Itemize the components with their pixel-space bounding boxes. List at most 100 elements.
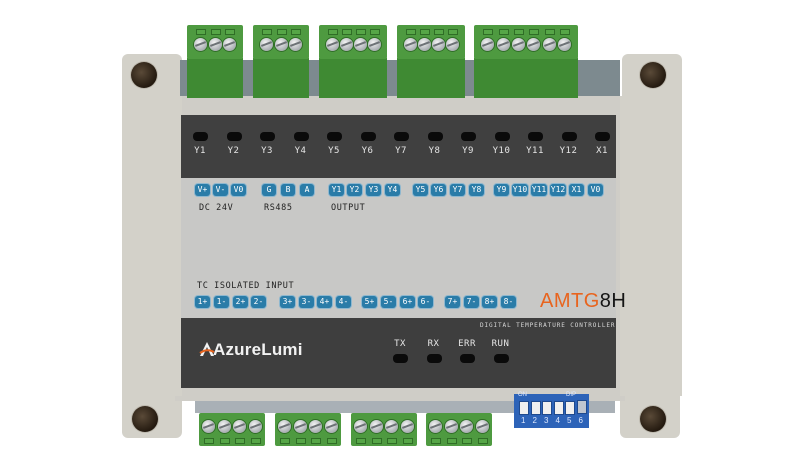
output-led-label: X1 xyxy=(596,146,608,156)
screw-icon[interactable] xyxy=(233,420,246,433)
terminal-block-base xyxy=(319,58,387,98)
brand-name: AzureLumi xyxy=(213,340,303,359)
terminal-slot-icon xyxy=(326,438,337,444)
pin-label: Y3 xyxy=(366,184,381,196)
terminal-slot-icon xyxy=(311,438,321,444)
dip-label: DIP xyxy=(566,392,577,398)
model-prefix: AMTG xyxy=(540,290,600,312)
terminal-slot-icon xyxy=(356,438,366,444)
screw-icon[interactable] xyxy=(511,38,525,51)
brand-logo: AzureLumi xyxy=(199,340,303,360)
output-led-indicator xyxy=(193,132,208,141)
pin-label: Y10 xyxy=(512,184,528,196)
screw-icon[interactable] xyxy=(293,420,307,433)
terminal-slot-icon xyxy=(462,438,472,444)
output-led-indicator xyxy=(293,132,309,141)
terminal-slot-icon xyxy=(369,29,380,35)
screw-icon[interactable] xyxy=(354,420,367,433)
group-label-output: OUTPUT xyxy=(331,203,366,213)
mount-hole-icon xyxy=(640,406,666,432)
input-pin-label: 5- xyxy=(381,296,396,308)
input-pin-label: 6- xyxy=(418,296,433,308)
terminal-slot-icon xyxy=(280,438,290,444)
output-led-indicator xyxy=(561,132,577,141)
screw-icon[interactable] xyxy=(339,38,353,51)
screw-icon[interactable] xyxy=(274,38,288,51)
screw-icon[interactable] xyxy=(202,420,215,433)
terminal-slot-icon xyxy=(498,29,509,35)
terminal-slot-icon xyxy=(402,438,413,444)
screw-icon[interactable] xyxy=(248,420,262,433)
screw-icon[interactable] xyxy=(217,420,231,433)
screw-icon[interactable] xyxy=(557,38,571,51)
screw-icon[interactable] xyxy=(542,38,556,51)
terminal-slot-icon xyxy=(355,29,366,35)
pin-label: Y7 xyxy=(450,184,465,196)
output-led-indicator xyxy=(327,132,342,141)
screw-icon[interactable] xyxy=(385,420,398,433)
dip-position-label: 2 xyxy=(532,416,537,425)
dip-toggle[interactable] xyxy=(519,401,529,415)
output-led-indicator xyxy=(494,132,510,141)
screw-icon[interactable] xyxy=(223,38,237,51)
terminal-slot-icon xyxy=(559,29,570,35)
pin-label: V0 xyxy=(588,184,603,196)
terminal-slot-icon xyxy=(261,29,272,35)
dip-position-label: 3 xyxy=(544,416,549,425)
screw-icon[interactable] xyxy=(193,38,207,51)
dip-toggle[interactable] xyxy=(530,401,541,415)
screw-icon[interactable] xyxy=(324,420,338,433)
dip-on-label: ON xyxy=(518,392,527,398)
output-led-label: Y2 xyxy=(227,146,240,156)
dip-toggle[interactable] xyxy=(576,400,587,414)
output-led-label: Y9 xyxy=(462,146,474,156)
pin-label: V- xyxy=(213,184,228,196)
screw-icon[interactable] xyxy=(460,420,473,433)
terminal-slot-icon xyxy=(544,29,555,35)
terminal-slot-icon xyxy=(477,438,488,444)
screw-icon[interactable] xyxy=(417,38,431,51)
model-suffix: 8H xyxy=(599,290,627,312)
pin-label: Y4 xyxy=(385,184,400,196)
terminal-slot-icon xyxy=(219,438,230,444)
pin-label: Y12 xyxy=(550,184,566,196)
dip-toggle[interactable] xyxy=(542,401,552,415)
screw-icon[interactable] xyxy=(309,420,322,433)
screw-icon[interactable] xyxy=(367,38,381,51)
pin-label: Y9 xyxy=(494,184,509,196)
screw-icon[interactable] xyxy=(400,420,414,433)
screw-icon[interactable] xyxy=(278,420,291,433)
screw-icon[interactable] xyxy=(259,38,273,51)
screw-icon[interactable] xyxy=(353,38,367,51)
dip-toggle[interactable] xyxy=(565,401,575,415)
screw-icon[interactable] xyxy=(445,38,459,51)
screw-icon[interactable] xyxy=(369,420,383,433)
screw-icon[interactable] xyxy=(481,38,495,51)
input-pin-label: 1- xyxy=(214,296,229,308)
model-number: AMTG8H xyxy=(540,290,626,313)
output-led-indicator xyxy=(528,132,543,141)
status-led-indicator xyxy=(393,354,408,363)
screw-icon[interactable] xyxy=(496,38,510,51)
brand-a-icon xyxy=(199,342,215,356)
pin-label: Y8 xyxy=(469,184,484,196)
screw-icon[interactable] xyxy=(325,38,339,51)
pin-label: Y6 xyxy=(431,184,446,196)
output-led-label: Y3 xyxy=(261,146,273,156)
screw-icon[interactable] xyxy=(475,420,489,433)
screw-icon[interactable] xyxy=(444,420,458,433)
screw-icon[interactable] xyxy=(208,38,222,51)
dip-toggle[interactable] xyxy=(553,401,564,415)
screw-icon[interactable] xyxy=(403,38,417,51)
screw-icon[interactable] xyxy=(527,38,541,51)
output-led-indicator xyxy=(260,132,275,141)
screw-icon[interactable] xyxy=(431,38,445,51)
terminal-slot-icon xyxy=(529,29,540,35)
terminal-slot-icon xyxy=(447,29,458,35)
output-led-label: Y12 xyxy=(559,146,578,156)
housing-left-side xyxy=(122,96,182,396)
screw-icon[interactable] xyxy=(289,38,303,51)
terminal-slot-icon xyxy=(387,438,397,444)
screw-icon[interactable] xyxy=(429,420,442,433)
